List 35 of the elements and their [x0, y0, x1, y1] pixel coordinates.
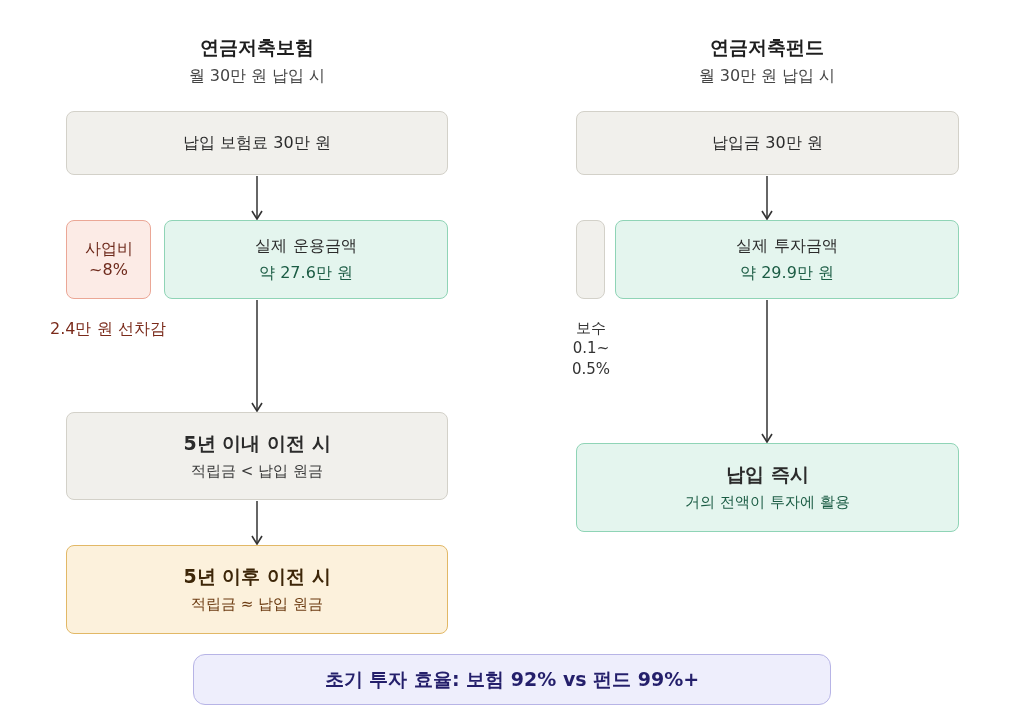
- process-box: [66, 412, 448, 500]
- box-subtext: 적립금 ≈ 납입 원금: [191, 595, 323, 615]
- box-subtext: 약 29.9만 원: [740, 262, 834, 284]
- result-box: [66, 545, 448, 634]
- result-box: [164, 220, 448, 299]
- box-heading: 납입 즉시: [726, 462, 809, 488]
- box-heading: 5년 이후 이전 시: [183, 564, 331, 590]
- arrow: [761, 175, 773, 220]
- box-subtext: 약 27.6만 원: [259, 262, 353, 284]
- column-title: 연금저축펀드: [709, 35, 825, 60]
- arrow: [251, 500, 263, 545]
- process-box: [66, 111, 448, 175]
- box-subtext: 거의 전액이 투자에 활용: [685, 493, 850, 513]
- column-subtitle: 월 30만 원 납입 시: [187, 66, 327, 87]
- result-box: [615, 220, 959, 299]
- process-box: [576, 111, 959, 175]
- arrow: [251, 299, 263, 412]
- box-text: 실제 투자금액: [736, 235, 838, 257]
- column-subtitle: 월 30만 원 납입 시: [697, 66, 837, 87]
- result-box: [576, 443, 959, 532]
- box-text: 초기 투자 효율: 보험 92% vs 펀드 99%+: [324, 667, 700, 692]
- box-heading: 5년 이내 이전 시: [183, 430, 331, 456]
- box-subtext: 적립금 < 납입 원금: [191, 461, 323, 482]
- fee-note: 보수 0.1~ 0.5%: [570, 318, 612, 379]
- box-text: 납입금 30만 원: [712, 132, 823, 154]
- fee-bar: [576, 220, 605, 299]
- summary-box: [193, 654, 831, 705]
- arrow: [251, 175, 263, 220]
- arrow: [761, 299, 773, 443]
- deduction-note: 2.4만 원 선차감: [50, 318, 167, 340]
- box-text: 사업비 ~8%: [83, 238, 134, 281]
- box-text: 납입 보험료 30만 원: [183, 132, 331, 154]
- box-text: 실제 운용금액: [255, 235, 357, 257]
- cost-box: [66, 220, 151, 299]
- column-title: 연금저축보험: [199, 35, 315, 60]
